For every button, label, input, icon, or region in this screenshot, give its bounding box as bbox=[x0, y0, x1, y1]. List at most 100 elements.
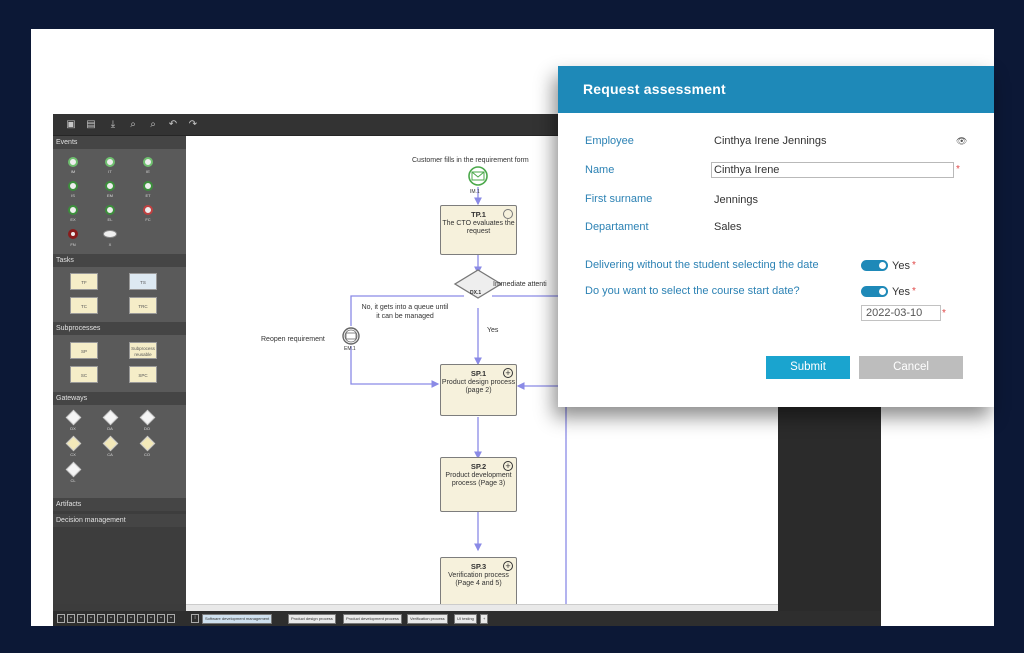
text-annotation-shape[interactable] bbox=[103, 230, 117, 238]
save-icon[interactable]: ▣ bbox=[66, 119, 76, 130]
immediate-attention-label: Immediate attenti bbox=[493, 281, 547, 288]
tool-icon[interactable]: ▪ bbox=[167, 614, 175, 623]
cancel-button[interactable]: Cancel bbox=[859, 356, 963, 379]
yes-label: Yes bbox=[487, 327, 499, 334]
event-label: IT bbox=[108, 169, 112, 174]
subprocess-shape-reusable[interactable]: Subprocess reusable bbox=[129, 342, 157, 359]
reopen-event-id: EM.1 bbox=[344, 346, 356, 352]
dialog-pointer bbox=[529, 154, 559, 294]
tool-icon[interactable]: ▪ bbox=[157, 614, 165, 623]
subprocess-shape-sp[interactable]: SP bbox=[70, 342, 98, 359]
events-shapes: IM IT IE IS EM ET EX EL FC FN X bbox=[53, 149, 186, 254]
subprocess-verification[interactable]: + SP.3 Verification process (Page 4 and … bbox=[440, 557, 517, 611]
name-label: Name bbox=[585, 164, 615, 176]
undo-icon[interactable]: ↶ bbox=[168, 119, 178, 130]
tool-icon[interactable]: ▪ bbox=[97, 614, 105, 623]
intermediate-message-event-shape[interactable] bbox=[105, 181, 115, 191]
required-mark: * bbox=[912, 286, 916, 297]
tool-icon[interactable]: ▪ bbox=[87, 614, 95, 623]
view-eye-icon[interactable]: 👁 bbox=[956, 136, 968, 146]
reopen-message-event[interactable] bbox=[342, 327, 360, 345]
gateway-shapes: DX DA DO CX CA CO CL bbox=[53, 405, 186, 498]
gateway-shape-do[interactable] bbox=[139, 409, 156, 426]
palette-section-events[interactable]: Events bbox=[53, 136, 186, 149]
tool-icon[interactable]: ▪ bbox=[147, 614, 155, 623]
gateway-label: DX bbox=[70, 426, 76, 431]
tool-icon[interactable]: ▪ bbox=[107, 614, 115, 623]
task-shape-trc[interactable]: TRC bbox=[129, 297, 157, 314]
gateway-shape-da[interactable] bbox=[102, 409, 119, 426]
subprocess-shape-spc[interactable]: SPC bbox=[129, 366, 157, 383]
subprocess-shape-sc[interactable]: SC bbox=[70, 366, 98, 383]
start-event[interactable] bbox=[468, 166, 488, 186]
delivering-question-label: Delivering without the student selecting… bbox=[585, 259, 819, 271]
start-date-question-label: Do you want to select the course start d… bbox=[585, 285, 800, 297]
tool-icon[interactable]: ▪ bbox=[127, 614, 135, 623]
save-as-icon[interactable]: ▤ bbox=[86, 119, 96, 130]
tool-icon[interactable]: ▪ bbox=[77, 614, 85, 623]
task-cto-evaluates[interactable]: TP.1 The CTO evaluates the request bbox=[440, 205, 517, 255]
zoom-out-icon[interactable]: ⌕ bbox=[150, 119, 156, 130]
delivering-toggle[interactable] bbox=[861, 260, 888, 271]
palette-section-decision-management[interactable]: Decision management bbox=[53, 514, 186, 527]
gateway-shape-cx[interactable] bbox=[65, 435, 82, 452]
gateway-shape-ca[interactable] bbox=[102, 435, 119, 452]
expand-icon[interactable]: + bbox=[503, 561, 513, 571]
task-shape-tf[interactable]: TF bbox=[70, 273, 98, 290]
palette-section-subprocesses[interactable]: Subprocesses bbox=[53, 322, 186, 335]
tasks-shapes: TF TS TC TRC bbox=[53, 267, 186, 322]
gateway-label: DO bbox=[144, 426, 150, 431]
tool-icon[interactable]: ▪ bbox=[57, 614, 65, 623]
end-cancel-event-shape[interactable] bbox=[143, 205, 153, 215]
gateway-shape-cl[interactable] bbox=[65, 461, 82, 478]
event-label: FN bbox=[70, 242, 76, 247]
task-shape-ts[interactable]: TS bbox=[129, 273, 157, 290]
redo-icon[interactable]: ↷ bbox=[188, 119, 198, 130]
palette-section-gateways[interactable]: Gateways bbox=[53, 392, 186, 405]
start-message-event-shape[interactable] bbox=[68, 157, 78, 167]
tab-software-development-management[interactable]: Software development management bbox=[202, 614, 273, 624]
first-surname-value: Jennings bbox=[714, 194, 759, 206]
gateway-label: DA bbox=[107, 426, 113, 431]
end-error-event-shape[interactable] bbox=[68, 205, 78, 215]
download-icon[interactable]: ⤓ bbox=[110, 119, 116, 130]
subprocess-product-design[interactable]: + SP.1 Product design process (page 2) bbox=[440, 364, 517, 416]
tab-product-design-process[interactable]: Product design process bbox=[288, 614, 336, 624]
tool-icon[interactable]: ▪ bbox=[137, 614, 145, 623]
expand-icon[interactable]: + bbox=[503, 368, 513, 378]
gateway-label: CX bbox=[70, 452, 76, 457]
intermediate-timer-event-shape[interactable] bbox=[143, 181, 153, 191]
page-info-icon[interactable]: i bbox=[191, 614, 199, 623]
end-link-event-shape[interactable] bbox=[105, 205, 115, 215]
tool-icon[interactable]: ▪ bbox=[117, 614, 125, 623]
end-terminate-event-shape[interactable] bbox=[68, 229, 78, 239]
zoom-in-icon[interactable]: ⌕ bbox=[130, 119, 136, 130]
tool-icon[interactable]: ▪ bbox=[67, 614, 75, 623]
required-mark: * bbox=[942, 308, 946, 319]
gateway-shape-co[interactable] bbox=[139, 435, 156, 452]
intermediate-signal-event-shape[interactable] bbox=[68, 181, 78, 191]
course-start-date-input[interactable]: 2022-03-10 bbox=[861, 305, 941, 321]
exclusive-gateway[interactable] bbox=[453, 269, 503, 299]
start-date-toggle[interactable] bbox=[861, 286, 888, 297]
tab-verification-process[interactable]: Verification process bbox=[407, 614, 448, 624]
task-shape-tc[interactable]: TC bbox=[70, 297, 98, 314]
add-tab-button[interactable]: + bbox=[480, 614, 489, 624]
name-input[interactable] bbox=[711, 162, 954, 178]
tab-product-development-process[interactable]: Product development process bbox=[343, 614, 402, 624]
required-mark: * bbox=[912, 260, 916, 271]
horizontal-scrollbar[interactable] bbox=[186, 604, 778, 611]
tab-ui-testing[interactable]: UI testing bbox=[454, 614, 477, 624]
start-event-shape[interactable] bbox=[143, 157, 153, 167]
palette-section-tasks[interactable]: Tasks bbox=[53, 254, 186, 267]
gateway-shape-dx[interactable] bbox=[65, 409, 82, 426]
submit-button[interactable]: Submit bbox=[766, 356, 850, 379]
expand-icon[interactable]: + bbox=[503, 461, 513, 471]
start-timer-event-shape[interactable] bbox=[105, 157, 115, 167]
event-label: EL bbox=[107, 217, 113, 222]
task-text: The CTO evaluates the request bbox=[442, 220, 515, 235]
subprocess-text: Verification process (Page 4 and 5) bbox=[448, 572, 509, 587]
palette-section-artifacts[interactable]: Artifacts bbox=[53, 498, 186, 511]
subprocess-product-development[interactable]: + SP.2 Product development process (Page… bbox=[440, 457, 517, 512]
event-label: EX bbox=[70, 217, 76, 222]
